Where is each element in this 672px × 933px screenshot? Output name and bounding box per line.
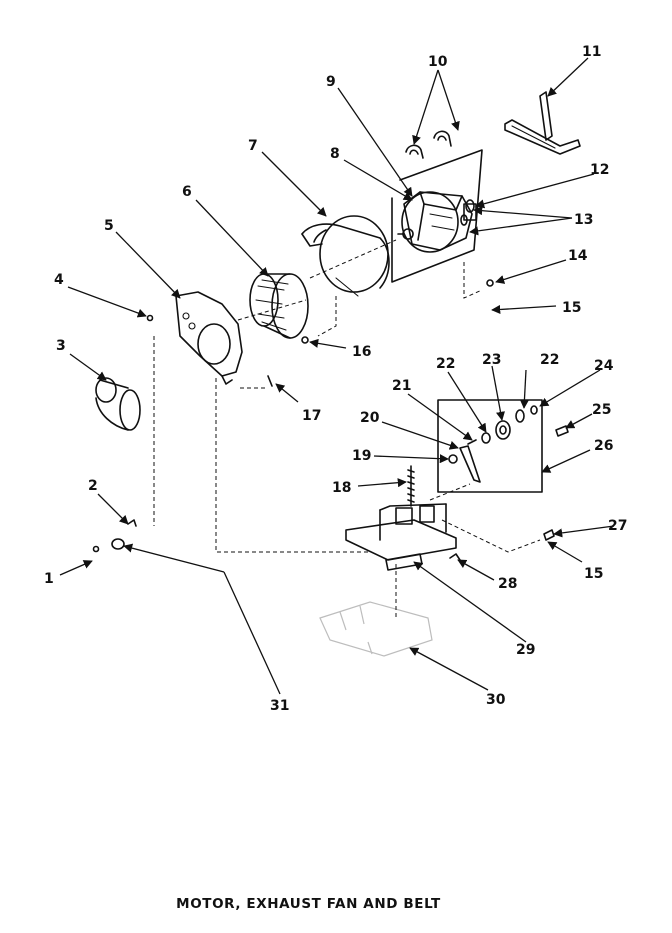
- screws-and-hardware: [92, 279, 569, 561]
- diagram-caption: MOTOR, EXHAUST FAN AND BELT: [176, 896, 441, 912]
- motor-pulley-part: [460, 199, 475, 226]
- callout-31: 31: [270, 698, 289, 714]
- callout-6: 6: [182, 184, 192, 200]
- callout-4: 4: [54, 272, 64, 288]
- callout-1: 1: [44, 571, 54, 587]
- callout-leaders: [59, 57, 615, 695]
- callout-22-left: 22: [436, 356, 455, 372]
- callout-9: 9: [326, 74, 336, 90]
- base-plate-ghost: [319, 601, 433, 657]
- callout-30: 30: [486, 692, 506, 708]
- callout-numbers: 1 2 3 4 5 6 7 8 9 10 11 12 13 14 15 15 1…: [44, 44, 627, 714]
- callout-26: 26: [594, 438, 613, 454]
- callout-15-top: 15: [562, 300, 581, 316]
- callout-22-right: 22: [540, 352, 559, 368]
- motor-clips-part: [405, 130, 452, 159]
- callout-24: 24: [594, 358, 614, 374]
- assembly-dashed-lines: [153, 239, 541, 620]
- callout-3: 3: [56, 338, 66, 354]
- callout-15-bottom: 15: [584, 566, 603, 582]
- motor-bracket-frame: [391, 149, 483, 283]
- callout-21: 21: [392, 378, 411, 394]
- callout-29: 29: [516, 642, 535, 658]
- callout-27: 27: [608, 518, 627, 534]
- motor-part: [397, 191, 477, 253]
- callout-14: 14: [568, 248, 588, 264]
- callout-16: 16: [352, 344, 371, 360]
- callout-7: 7: [248, 138, 258, 154]
- idler-kit-box: [437, 399, 543, 493]
- callout-25: 25: [592, 402, 611, 418]
- fan-cover-plate-part: [175, 291, 243, 385]
- callout-17: 17: [302, 408, 321, 424]
- callout-20: 20: [360, 410, 380, 426]
- callout-2: 2: [88, 478, 98, 494]
- fan-housing-part: [301, 215, 390, 297]
- callout-28: 28: [498, 576, 517, 592]
- callout-11: 11: [582, 44, 601, 60]
- callout-10: 10: [428, 54, 448, 70]
- fan-wheel-part: [249, 273, 309, 339]
- callout-23: 23: [482, 352, 501, 368]
- belt-part: [504, 91, 581, 155]
- idler-parts: [448, 405, 538, 483]
- motor-mount-base-part: [345, 503, 457, 571]
- callout-12: 12: [590, 162, 609, 178]
- callout-5: 5: [104, 218, 114, 234]
- idler-spring-part: [407, 465, 415, 507]
- drum-ring-part: [95, 377, 141, 431]
- callout-13: 13: [574, 212, 593, 228]
- callout-18: 18: [332, 480, 351, 496]
- callout-19: 19: [352, 448, 371, 464]
- callout-8: 8: [330, 146, 340, 162]
